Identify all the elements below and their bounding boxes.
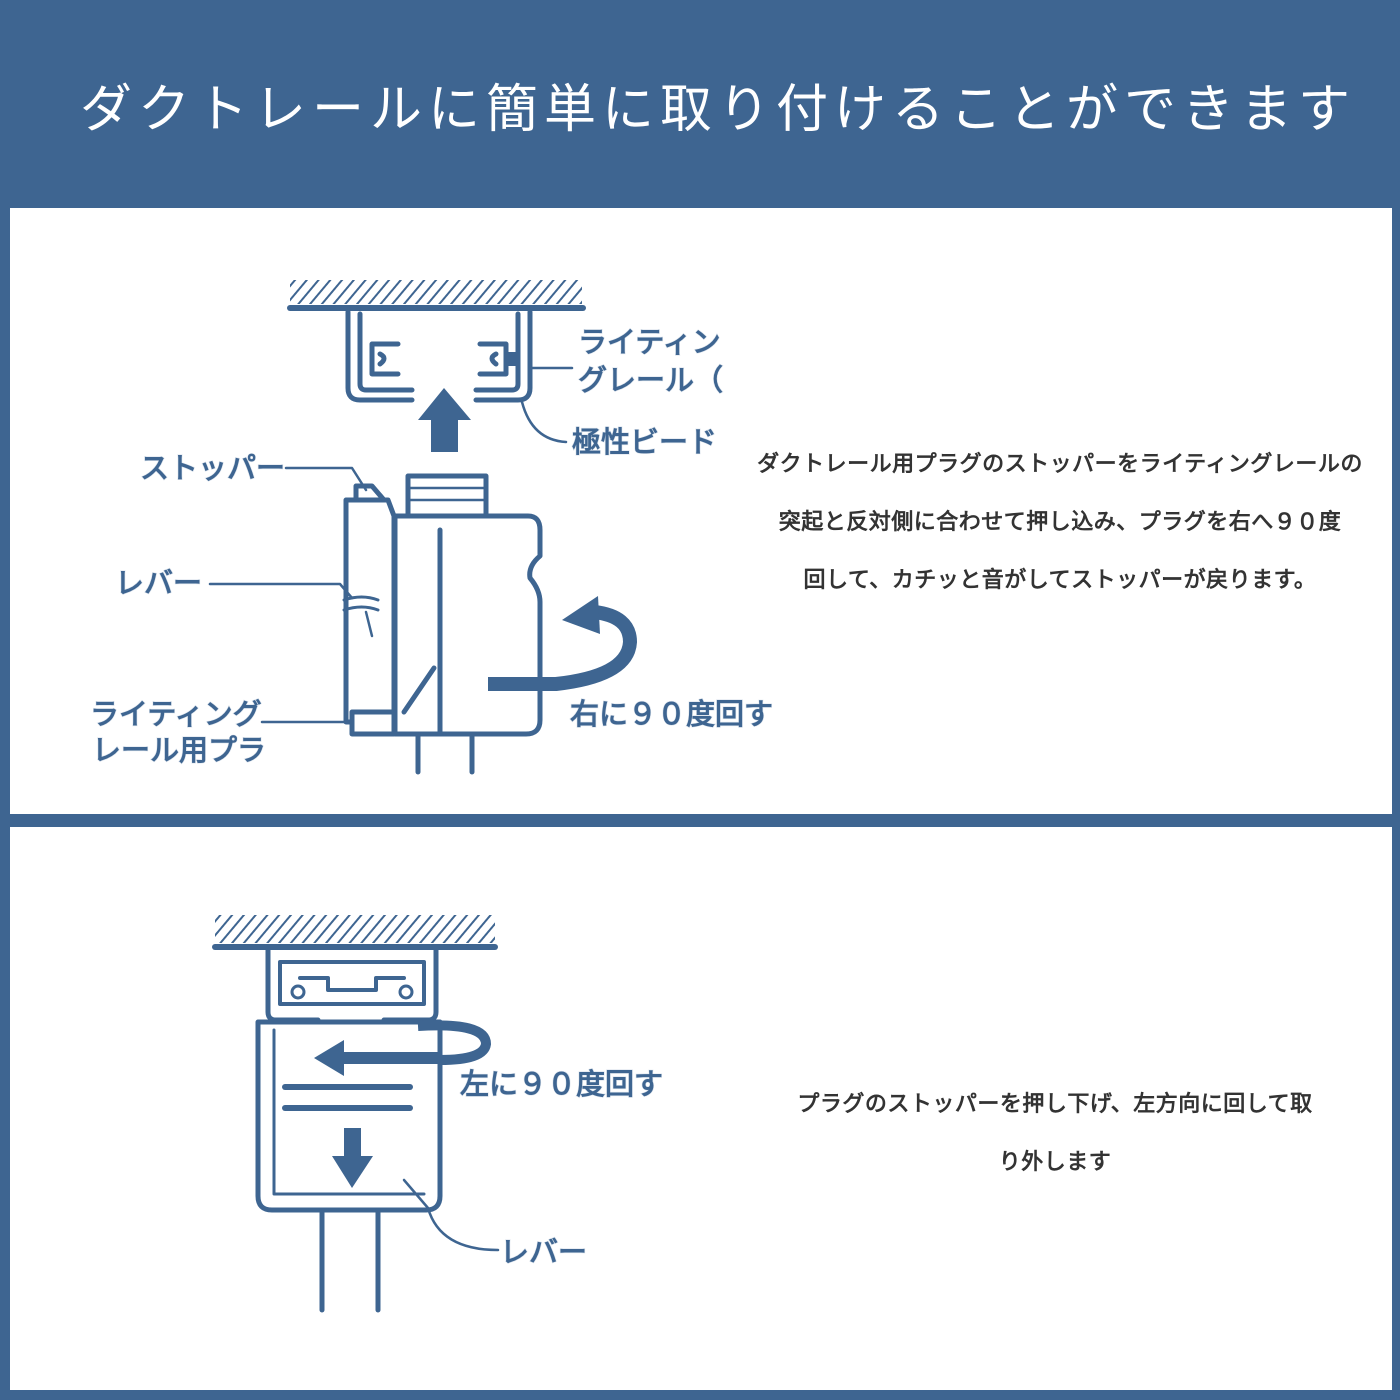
attach-labels: ライティン グレール（ 極性ビード ストッパー レバー ライティング レール用プ… bbox=[89, 324, 773, 767]
rail-contact-bar bbox=[298, 976, 406, 992]
rail-left-contact-spring bbox=[377, 351, 387, 367]
lever-mark bbox=[342, 595, 380, 612]
rotate-right-icon bbox=[488, 596, 637, 691]
arrow-left-icon bbox=[314, 1040, 440, 1076]
plug-body bbox=[392, 513, 543, 737]
rail-left-contact bbox=[290, 984, 306, 1000]
remove-labels: 左に９０度回す レバー bbox=[459, 1066, 663, 1269]
page-title: ダクトレールに簡単に取り付けることができます bbox=[80, 80, 1357, 140]
lighting-rail bbox=[345, 309, 533, 403]
label-stopper: ストッパー bbox=[140, 451, 285, 485]
label-lever: レバー bbox=[115, 566, 202, 600]
header-bar: ダクトレールに簡単に取り付けることができます bbox=[0, 0, 1400, 205]
polarity-bead bbox=[508, 352, 516, 366]
label-lighting-rail-line2: グレール（ bbox=[578, 363, 723, 397]
attach-panel bbox=[10, 208, 1392, 814]
attach-diagram: ライティン グレール（ 極性ビード ストッパー レバー ライティング レール用プ… bbox=[89, 280, 774, 775]
attach-leader-lines bbox=[208, 366, 574, 724]
arrow-up-icon bbox=[418, 388, 471, 452]
arrow-left-head bbox=[314, 1040, 344, 1076]
attach-description-line: 突起と反対側に合わせて押し込み、プラグを右へ９０度 bbox=[778, 510, 1342, 535]
rail-right-lip bbox=[473, 311, 521, 393]
remove-description-line: プラグのストッパーを押し下げ、左方向に回して取 bbox=[797, 1092, 1313, 1117]
label-plug-line2: レール用プラ bbox=[92, 733, 266, 767]
rail-right-contact-spring bbox=[489, 351, 499, 367]
plug-base bbox=[349, 709, 397, 737]
arrow-down-shaft bbox=[344, 1128, 361, 1160]
rotate-right-head bbox=[562, 596, 600, 634]
plug-remove bbox=[255, 1019, 443, 1313]
rotate-right-curve bbox=[488, 605, 637, 691]
rail-right-wall bbox=[473, 309, 533, 403]
attach-description-line: ダクトレール用プラグのストッパーをライティングレールの bbox=[757, 452, 1363, 477]
lever-leader bbox=[208, 582, 354, 600]
remove-description-line: り外します bbox=[998, 1150, 1112, 1175]
rail-left-lip bbox=[357, 311, 415, 393]
lighting-rail bbox=[265, 947, 439, 1023]
rail-right-contact bbox=[477, 341, 509, 377]
plug-body bbox=[255, 1019, 443, 1213]
rotate-left-icon bbox=[417, 1020, 491, 1065]
rail-right-contact bbox=[398, 984, 414, 1000]
arrow-down-icon bbox=[332, 1128, 373, 1188]
plug-cap bbox=[405, 473, 489, 519]
ceiling-hatch bbox=[290, 280, 582, 304]
plug-side-column bbox=[343, 497, 397, 725]
rail-left-wall bbox=[345, 309, 415, 403]
remove-diagram: 左に９０度回す レバー bbox=[212, 915, 664, 1313]
remove-description: プラグのストッパーを押し下げ、左方向に回して取 り外します bbox=[740, 1076, 1370, 1192]
label-rotate-right: 右に９０度回す bbox=[570, 697, 773, 731]
plug-attach bbox=[342, 473, 543, 775]
plug-body-inner bbox=[272, 1028, 426, 1196]
rail-inner-channel bbox=[278, 960, 426, 1006]
label-rotate-left: 左に９０度回す bbox=[460, 1067, 663, 1101]
rail-left-contact bbox=[369, 341, 401, 377]
bead-leader bbox=[520, 400, 568, 444]
lever-leader bbox=[402, 1178, 500, 1252]
stopper-leader bbox=[284, 466, 368, 492]
lever-stem bbox=[364, 610, 374, 638]
rotate-left-curve bbox=[417, 1020, 491, 1065]
attach-description: ダクトレール用プラグのストッパーをライティングレールの 突起と反対側に合わせて押… bbox=[740, 436, 1380, 610]
arrow-up-head bbox=[418, 388, 471, 420]
attach-description-line: 回して、カチッと音がしてストッパーが戻ります。 bbox=[803, 568, 1317, 593]
ceiling bbox=[287, 280, 586, 311]
arrow-up-shaft bbox=[431, 418, 458, 452]
arrow-down-head bbox=[332, 1156, 373, 1188]
label-polarity-bead: 極性ビード bbox=[572, 425, 717, 459]
label-lighting-rail-line1: ライティン bbox=[578, 325, 721, 359]
label-lever: レバー bbox=[500, 1235, 587, 1269]
ceiling bbox=[212, 915, 498, 950]
ceiling-hatch bbox=[215, 915, 495, 943]
plug-body-slant bbox=[401, 665, 437, 715]
label-plug-line1: ライティング bbox=[90, 697, 262, 731]
